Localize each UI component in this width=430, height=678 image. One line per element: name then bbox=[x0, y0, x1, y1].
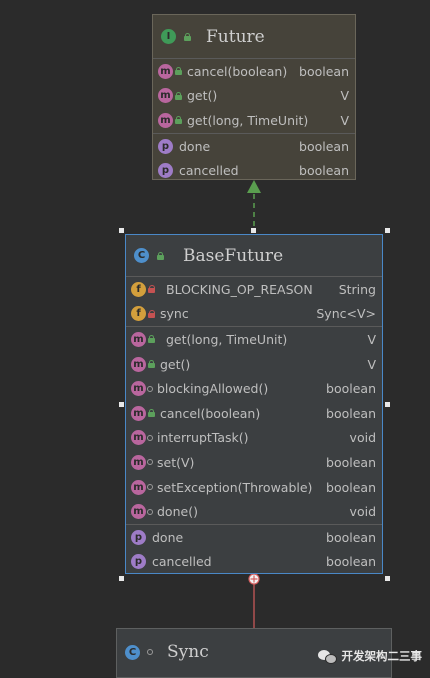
sync-header: C Sync bbox=[117, 629, 391, 675]
package-private-icon bbox=[147, 484, 153, 491]
public-icon bbox=[157, 251, 165, 260]
property-icon: p bbox=[131, 554, 146, 570]
property-icon: p bbox=[131, 529, 146, 545]
watermark-text: 开发架构二三事 bbox=[341, 649, 423, 663]
public-icon bbox=[148, 360, 156, 369]
method-icon: m bbox=[131, 331, 146, 347]
basefuture-header: C BaseFuture bbox=[126, 235, 382, 277]
method-icon: m bbox=[131, 381, 146, 397]
property-icon: p bbox=[158, 163, 173, 179]
package-private-icon bbox=[147, 508, 153, 515]
resize-handle-bottom-left[interactable] bbox=[119, 576, 124, 581]
public-icon bbox=[148, 409, 156, 418]
wechat-icon bbox=[317, 649, 337, 664]
resize-handle-top[interactable] bbox=[251, 228, 256, 233]
public-icon bbox=[148, 335, 156, 344]
method-icon: m bbox=[158, 112, 173, 128]
resize-handle-top-right[interactable] bbox=[385, 228, 390, 233]
public-icon bbox=[175, 91, 183, 100]
private-icon bbox=[148, 309, 156, 318]
method-icon: m bbox=[131, 504, 146, 520]
resize-handle-top-left[interactable] bbox=[119, 228, 124, 233]
package-private-icon bbox=[147, 459, 153, 466]
public-icon bbox=[184, 32, 192, 41]
field-icon: f bbox=[131, 281, 146, 297]
field-icon: f bbox=[131, 306, 146, 322]
interface-icon: I bbox=[161, 29, 176, 44]
method-icon: m bbox=[158, 63, 173, 79]
resize-handle-left[interactable] bbox=[119, 402, 124, 407]
implements-arrowhead bbox=[247, 180, 261, 193]
property-icon: p bbox=[158, 138, 173, 154]
basefuture-title: BaseFuture bbox=[183, 245, 284, 266]
method-icon: m bbox=[158, 88, 173, 104]
sync-title: Sync bbox=[167, 642, 209, 662]
public-icon bbox=[175, 67, 183, 76]
private-icon bbox=[148, 285, 156, 294]
public-icon bbox=[175, 116, 183, 125]
resize-handle-right[interactable] bbox=[385, 402, 390, 407]
method-icon: m bbox=[131, 430, 146, 446]
future-header: I Future bbox=[153, 15, 355, 59]
class-icon: C bbox=[134, 248, 149, 263]
package-private-icon bbox=[147, 649, 153, 655]
method-icon: m bbox=[131, 356, 146, 372]
watermark: 开发架构二三事 bbox=[317, 648, 423, 664]
sync-class-node[interactable]: C Sync bbox=[116, 628, 392, 678]
method-icon: m bbox=[131, 454, 146, 470]
package-private-icon bbox=[147, 434, 153, 441]
package-private-icon bbox=[147, 385, 153, 392]
class-icon: C bbox=[125, 644, 140, 660]
resize-handle-bottom-right[interactable] bbox=[385, 576, 390, 581]
method-icon: m bbox=[131, 405, 146, 421]
future-title: Future bbox=[206, 26, 265, 47]
method-icon: m bbox=[131, 479, 146, 495]
